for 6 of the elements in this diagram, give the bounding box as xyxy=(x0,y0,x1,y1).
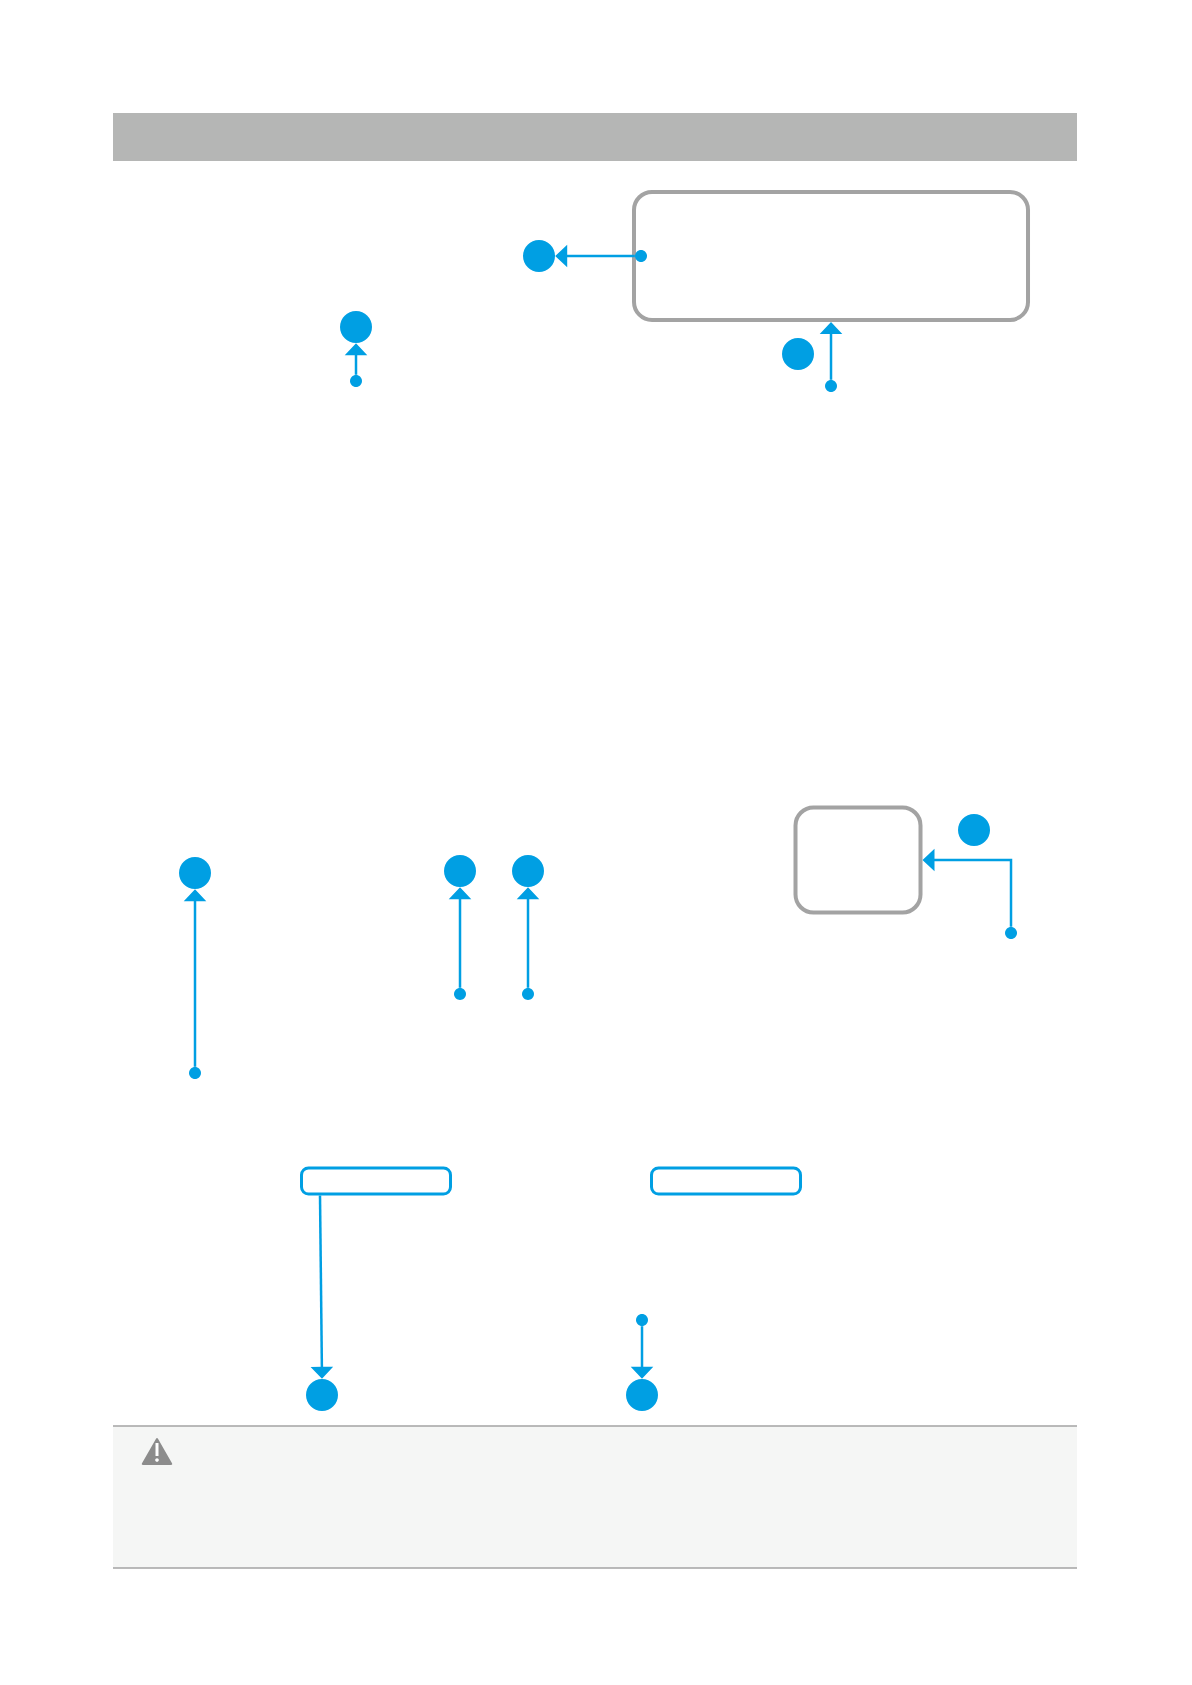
label-box xyxy=(650,1166,802,1196)
label-box xyxy=(300,1166,452,1196)
callout-circle xyxy=(782,338,814,370)
outline-box xyxy=(793,805,923,915)
outline-box xyxy=(632,190,1030,322)
callout-circle xyxy=(958,814,990,846)
